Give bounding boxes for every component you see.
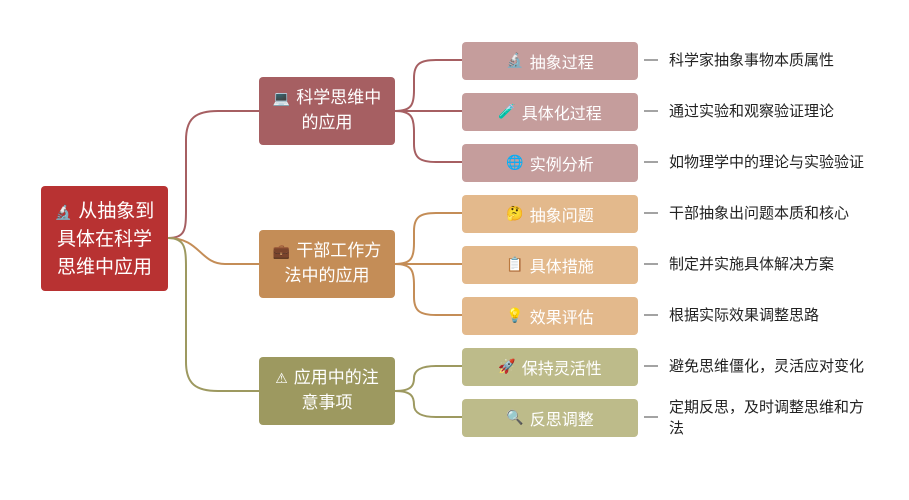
connector-b3-leaf-1	[394, 365, 462, 392]
desc-concrete-measures: 制定并实施具体解决方案	[669, 255, 835, 273]
leaf-case-analysis[interactable]: 🌐 实例分析	[462, 144, 638, 182]
branch-science-thinking[interactable]: 💻 科学思维中的应用	[259, 77, 395, 145]
leaf-label: 反思调整	[529, 410, 594, 429]
leaf-abstraction-process[interactable]: 🔬 抽象过程	[462, 42, 638, 80]
leaf-stay-flexible[interactable]: 🚀 保持灵活性	[462, 348, 638, 386]
branch-label: 科学思维中的应用	[296, 88, 382, 133]
leaf-label: 抽象问题	[529, 206, 594, 225]
leaf-abstract-problem[interactable]: 🤔 抽象问题	[462, 195, 638, 233]
connector-root-branch-1	[167, 110, 259, 239]
description-dashes	[644, 59, 658, 418]
leaf-label: 效果评估	[529, 308, 594, 327]
root-node[interactable]: 🔬从抽象到具体在科学思维中应用	[41, 186, 168, 291]
desc-concretization-process: 通过实验和观察验证理论	[669, 102, 835, 120]
leaf-label: 具体措施	[529, 257, 594, 276]
connector-b3-leaf-2	[394, 390, 462, 418]
leaf-label: 保持灵活性	[521, 359, 602, 378]
desc-stay-flexible: 避免思维僵化，灵活应对变化	[669, 357, 865, 375]
connector-b2-leaf-3	[394, 263, 462, 316]
thinking-face-icon: 🤔	[506, 206, 524, 222]
leaf-reflect-adjust[interactable]: 🔍 反思调整	[462, 399, 638, 437]
microscope-icon: 🔬	[54, 204, 73, 221]
leaf-label: 抽象过程	[529, 53, 594, 72]
leaf-effect-evaluation[interactable]: 💡 效果评估	[462, 297, 638, 335]
leaf-label: 具体化过程	[521, 104, 602, 123]
desc-reflect-adjust: 定期反思，及时调整思维和方法	[669, 398, 865, 437]
root-label: 从抽象到具体在科学思维中应用	[56, 199, 155, 278]
leaf-concretization-process[interactable]: 🧪 具体化过程	[462, 93, 638, 131]
lightbulb-icon: 💡	[506, 308, 524, 324]
branch-label: 干部工作方法中的应用	[284, 241, 382, 286]
branch-label: 应用中的注意事项	[293, 368, 379, 413]
connector-root-branch-3	[167, 237, 259, 392]
connector-b1-leaf-3	[394, 110, 462, 163]
desc-abstraction-process: 科学家抽象事物本质属性	[669, 51, 835, 69]
desc-case-analysis: 如物理学中的理论与实验验证	[669, 153, 865, 171]
test-tube-icon: 🧪	[498, 104, 516, 120]
leaf-label: 实例分析	[529, 155, 594, 174]
branch-application-notes[interactable]: ⚠ 应用中的注意事项	[259, 357, 395, 425]
desc-effect-evaluation: 根据实际效果调整思路	[669, 306, 820, 324]
rocket-icon: 🚀	[498, 359, 516, 375]
connector-b1-leaf-1	[394, 59, 462, 112]
laptop-icon: 💻	[272, 91, 291, 107]
leaf-concrete-measures[interactable]: 📋 具体措施	[462, 246, 638, 284]
magnifier-icon: 🔍	[506, 410, 524, 426]
briefcase-icon: 💼	[272, 244, 291, 260]
globe-icon: 🌐	[506, 155, 524, 171]
microscope-icon: 🔬	[506, 53, 524, 69]
clipboard-icon: 📋	[506, 257, 524, 273]
warning-icon: ⚠	[275, 371, 288, 387]
connector-b2-leaf-1	[394, 212, 462, 265]
branch-cadre-work-methods[interactable]: 💼干部工作方法中的应用	[259, 230, 395, 298]
desc-abstract-problem: 干部抽象出问题本质和核心	[669, 204, 850, 222]
